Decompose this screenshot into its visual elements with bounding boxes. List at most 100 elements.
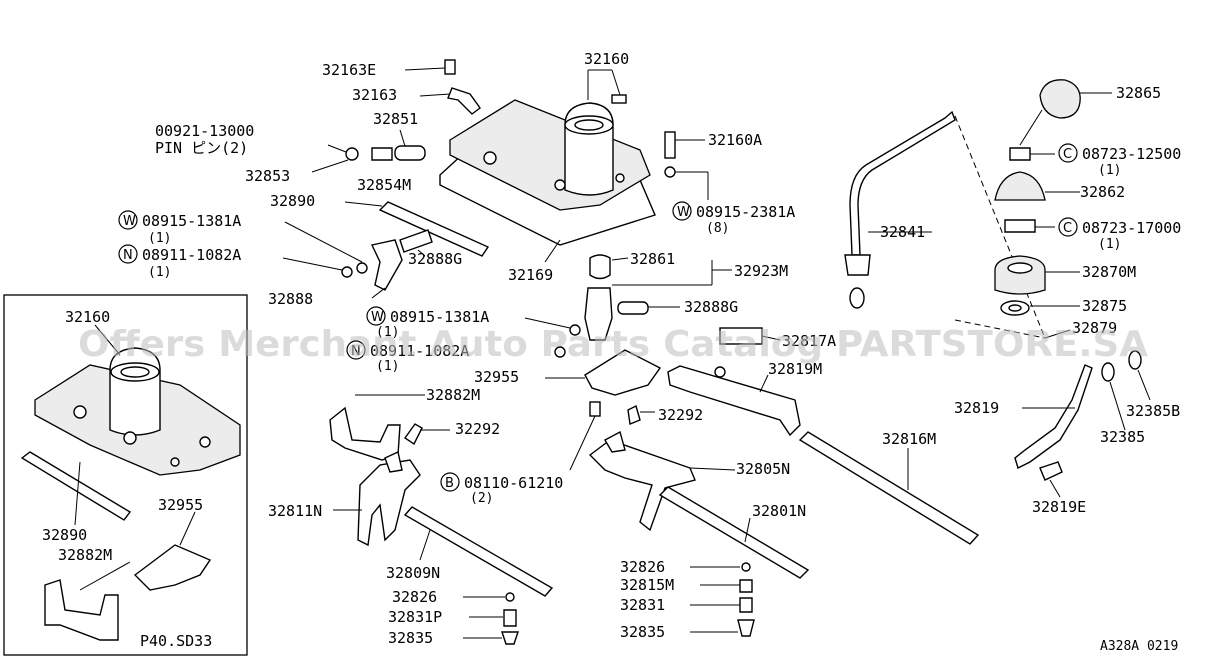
label-32890: 32890 xyxy=(270,192,315,210)
inset-label-32160: 32160 xyxy=(65,308,110,326)
label-32854m: 32854M xyxy=(357,176,411,194)
label-08723-12500: 08723-12500 xyxy=(1082,145,1181,163)
label-08911-1082a-b-qty: (1) xyxy=(376,359,399,374)
label-32831p: 32831P xyxy=(388,608,442,626)
label-n-prefix-2: N xyxy=(351,344,361,359)
label-32826-a: 32826 xyxy=(392,588,437,606)
fork-32805n-group xyxy=(588,430,810,637)
label-08915-1381a-b-qty: (1) xyxy=(376,325,399,340)
label-c-prefix-1: C xyxy=(1063,147,1072,162)
label-b-prefix: B xyxy=(445,476,454,491)
label-32870m: 32870M xyxy=(1082,263,1136,281)
label-c-prefix-2: C xyxy=(1063,221,1072,236)
label-08723-17000-qty: (1) xyxy=(1098,237,1121,252)
label-08911-1082a-b: 08911-1082A xyxy=(370,342,469,360)
label-32861: 32861 xyxy=(630,250,675,268)
label-32835-a: 32835 xyxy=(388,629,433,647)
label-32853: 32853 xyxy=(245,167,290,185)
label-32851: 32851 xyxy=(373,110,418,128)
shift-lever-32841-group xyxy=(844,110,1046,339)
inset-bracket-32882m xyxy=(44,579,119,641)
label-32169: 32169 xyxy=(508,266,553,284)
lever-32923m-group xyxy=(524,254,732,358)
label-32292-b: 32292 xyxy=(658,406,703,424)
part-labels: 32160 32163E 32163 32851 00921-13000 PIN… xyxy=(118,50,1181,654)
label-32160: 32160 xyxy=(584,50,629,68)
label-32835-b: 32835 xyxy=(620,623,665,641)
label-08915-1381a-qty: (1) xyxy=(148,231,171,246)
watermark: Offers Merchant Auto Parts Catalog PARTS… xyxy=(78,324,1148,365)
label-32160a: 32160A xyxy=(708,131,762,149)
label-32888g-b: 32888G xyxy=(684,298,738,316)
label-08915-2381a-qty: (8) xyxy=(706,221,729,236)
bracket-32882m xyxy=(329,406,401,461)
bracket-32955-group xyxy=(545,327,781,471)
label-32865: 32865 xyxy=(1116,84,1161,102)
lever-32819m-group xyxy=(667,365,980,545)
label-w-prefix-1: W xyxy=(123,214,136,229)
rod-32809n xyxy=(403,506,554,597)
inset-label-32890: 32890 xyxy=(42,526,87,544)
inset-panel: 32160 32955 32890 32882M P40.SD33 xyxy=(3,294,248,656)
label-32875: 32875 xyxy=(1082,297,1127,315)
boot-32862 xyxy=(994,171,1046,201)
label-08915-1381a-b: 08915-1381A xyxy=(390,308,489,326)
inset-label-32882m: 32882M xyxy=(58,546,112,564)
label-32862: 32862 xyxy=(1080,183,1125,201)
label-w-prefix-2: W xyxy=(677,205,690,220)
shift-housing-group xyxy=(439,69,656,263)
label-32815m: 32815M xyxy=(620,576,674,594)
label-08915-1381a: 08915-1381A xyxy=(142,212,241,230)
label-32385b: 32385B xyxy=(1126,402,1180,420)
label-32163: 32163 xyxy=(352,86,397,104)
label-32292-a: 32292 xyxy=(455,420,500,438)
label-08110-61210-qty: (2) xyxy=(470,491,493,506)
lever-32923m xyxy=(584,287,613,341)
label-32163e: 32163E xyxy=(322,61,376,79)
inset-bracket-32955 xyxy=(133,544,212,591)
label-32882m: 32882M xyxy=(426,386,480,404)
label-08723-12500-qty: (1) xyxy=(1098,163,1121,178)
label-32385: 32385 xyxy=(1100,428,1145,446)
knob-32865 xyxy=(1039,79,1081,119)
label-08911-1082a-qty: (1) xyxy=(148,265,171,280)
label-32801n: 32801N xyxy=(752,502,806,520)
label-32841: 32841 xyxy=(880,223,925,241)
label-pin: PIN ピン(2) xyxy=(155,139,248,157)
inset-rod xyxy=(20,451,132,521)
label-00921-13000: 00921-13000 xyxy=(155,122,254,140)
rod-32816m xyxy=(798,431,980,545)
rod-32801n xyxy=(658,486,810,579)
rod-32890-group xyxy=(282,201,490,299)
right-stack xyxy=(994,79,1151,498)
label-32879: 32879 xyxy=(1072,319,1117,337)
label-32826-b: 32826 xyxy=(620,558,665,576)
reference-code: A328A 0219 xyxy=(1100,639,1178,654)
fork-32811n-group xyxy=(333,451,554,645)
shift-lever-32841 xyxy=(849,110,956,256)
label-32817a: 32817A xyxy=(782,332,836,350)
label-32819m: 32819M xyxy=(768,360,822,378)
label-n-prefix-1: N xyxy=(123,248,133,263)
inset-label-32955: 32955 xyxy=(158,496,203,514)
label-32819: 32819 xyxy=(954,399,999,417)
label-32955: 32955 xyxy=(474,368,519,386)
lever-32819 xyxy=(1014,364,1093,469)
top-fasteners xyxy=(311,59,709,200)
label-32809n: 32809N xyxy=(386,564,440,582)
label-32816m: 32816M xyxy=(882,430,936,448)
label-32811n: 32811N xyxy=(268,502,322,520)
label-32923m: 32923M xyxy=(734,262,788,280)
lever-32888 xyxy=(370,239,403,291)
label-32819e: 32819E xyxy=(1032,498,1086,516)
label-08915-2381a: 08915-2381A xyxy=(696,203,795,221)
label-32888: 32888 xyxy=(268,290,313,308)
label-32831: 32831 xyxy=(620,596,665,614)
label-08110-61210: 08110-61210 xyxy=(464,474,563,492)
label-w-prefix-3: W xyxy=(371,310,384,325)
bracket-32882m-group xyxy=(329,394,655,461)
label-32805n: 32805N xyxy=(736,460,790,478)
fork-32805n xyxy=(588,439,696,532)
label-08911-1082a: 08911-1082A xyxy=(142,246,241,264)
